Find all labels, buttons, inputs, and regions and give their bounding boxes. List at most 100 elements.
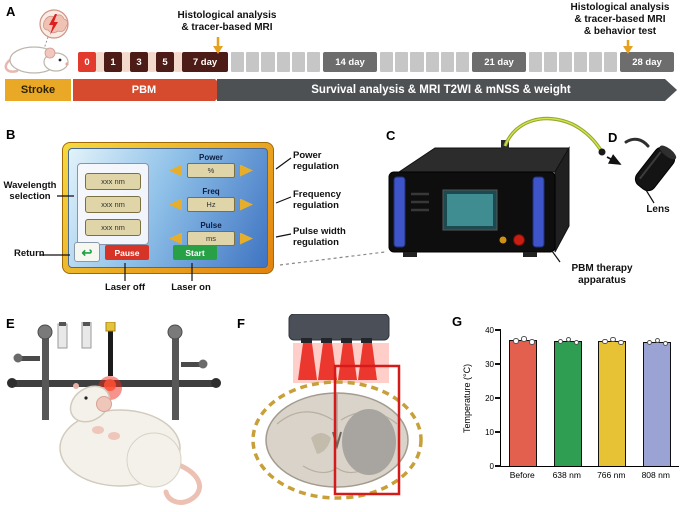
- power-value-field[interactable]: %: [187, 163, 235, 178]
- temperature-bar: [509, 336, 538, 466]
- data-point: [654, 337, 661, 344]
- frequency-label: Freq: [202, 187, 220, 196]
- pulse-control: Pulse ms: [159, 221, 263, 246]
- x-tick-label: 766 nm: [597, 470, 626, 480]
- x-tick-label: Before: [509, 470, 535, 480]
- frequency-value-field[interactable]: Hz: [187, 197, 235, 212]
- panel-e-letter: E: [6, 316, 15, 331]
- y-tick-label: 40: [485, 326, 494, 335]
- pbm-apparatus-illustration: [388, 140, 570, 257]
- lightning-icon: [49, 14, 58, 35]
- panel-f-letter: F: [237, 316, 245, 331]
- device-screen-frame: xxx nm xxx nm xxx nm Power % Freq Hz: [62, 142, 274, 274]
- pulse-value-field[interactable]: ms: [187, 231, 235, 246]
- pbm-arrow: PBM: [73, 79, 227, 101]
- stereotaxic-rat-illustration: [7, 322, 221, 505]
- frequency-decrease-button[interactable]: [169, 198, 182, 211]
- power-increase-button[interactable]: [240, 164, 253, 177]
- lens-cable: [624, 137, 650, 148]
- mouse-tail: [4, 58, 19, 73]
- rat-snout: [73, 383, 79, 389]
- return-button[interactable]: ↩: [74, 242, 100, 262]
- survival-arrow: Survival analysis & MRI T2WI & mNSS & we…: [217, 79, 677, 101]
- gold-connector: [499, 236, 507, 244]
- wavelength-selection-label: Wavelength selection: [3, 180, 57, 202]
- blue-handle-left: [393, 176, 406, 248]
- panel-b-letter: B: [6, 127, 16, 142]
- rat-tail: [163, 459, 202, 505]
- data-point: [610, 336, 616, 343]
- timeline-gap: [174, 52, 182, 72]
- lesion-area: [342, 409, 396, 475]
- data-point: [513, 338, 519, 344]
- skull-dotted-outline: [251, 380, 423, 500]
- pulse-increase-button[interactable]: [240, 232, 253, 245]
- timeline-segment: 14 day: [323, 52, 377, 72]
- red-beam: [338, 343, 357, 380]
- data-point: [557, 338, 564, 345]
- timeline-day-cells: [377, 52, 472, 72]
- frequency-regulation-label: Frequency regulation: [293, 189, 342, 211]
- bar-slot: [546, 330, 591, 466]
- wavelength-button-3[interactable]: xxx nm: [85, 218, 141, 236]
- laser-on-label: Laser on: [171, 282, 211, 293]
- data-point: [662, 340, 669, 347]
- panel-d-letter: D: [608, 130, 618, 145]
- timeline-gap: [96, 52, 104, 72]
- timeline-segment: 5: [156, 52, 174, 72]
- blue-handle-right: [532, 176, 545, 248]
- laser-off-label: Laser off: [104, 282, 146, 293]
- stroke-label-box: Stroke: [5, 79, 71, 101]
- power-decrease-button[interactable]: [169, 164, 182, 177]
- rat-ear: [96, 396, 112, 412]
- mouse-ear: [44, 47, 56, 59]
- panel-g-letter: G: [452, 314, 463, 329]
- temperature-bar: [553, 336, 582, 466]
- return-arrow-icon: ↩: [81, 244, 93, 260]
- y-tick: [495, 397, 501, 399]
- pulse-label: Pulse: [200, 221, 222, 230]
- red-beam: [318, 343, 337, 380]
- wavelength-button-2[interactable]: xxx nm: [85, 195, 141, 213]
- pause-button[interactable]: Pause: [105, 245, 149, 260]
- power-label: Power: [198, 153, 223, 162]
- data-point: [529, 339, 535, 345]
- timeline-segment: 7 day: [182, 52, 228, 72]
- pulse-width-regulation-label: Pulse width regulation: [293, 226, 346, 248]
- syringe-left: [57, 323, 68, 349]
- annotation-histology-7day: Histological analysis & tracer-based MRI: [177, 10, 277, 33]
- red-beam: [298, 343, 317, 380]
- mouse-eye: [58, 58, 62, 62]
- wavelength-selection-box: xxx nm xxx nm xxx nm: [77, 163, 149, 245]
- timeline-day-cells: [228, 52, 323, 72]
- red-knob: [513, 234, 525, 246]
- start-button[interactable]: Start: [173, 245, 217, 260]
- rat-eye: [84, 396, 88, 400]
- syringe-right: [81, 322, 92, 349]
- y-tick-label: 0: [489, 462, 494, 471]
- bar-slot: [590, 330, 635, 466]
- y-tick: [495, 329, 501, 331]
- rat-haunch: [126, 432, 182, 488]
- y-tick-label: 30: [485, 360, 494, 369]
- chart-ylabel: Temperature (°C): [462, 363, 472, 433]
- rat-head: [69, 385, 111, 423]
- power-regulation-label: Power regulation: [293, 150, 339, 172]
- lens-illustration: [624, 137, 677, 192]
- screen-to-device-dotted-line: [279, 251, 386, 266]
- data-point: [646, 339, 653, 346]
- frequency-increase-button[interactable]: [240, 198, 253, 211]
- device-screen: xxx nm xxx nm xxx nm Power % Freq Hz: [68, 148, 268, 268]
- pbm-apparatus-caption: PBM therapy apparatus: [571, 263, 633, 286]
- pulse-decrease-button[interactable]: [169, 232, 182, 245]
- bar-slot: [501, 330, 546, 466]
- wavelength-button-1[interactable]: xxx nm: [85, 172, 141, 190]
- fiber-port: [501, 140, 509, 152]
- data-point: [521, 336, 527, 342]
- y-tick: [495, 465, 501, 467]
- red-highlight-rectangle: [333, 364, 401, 496]
- timeline-day-cells: [526, 52, 620, 72]
